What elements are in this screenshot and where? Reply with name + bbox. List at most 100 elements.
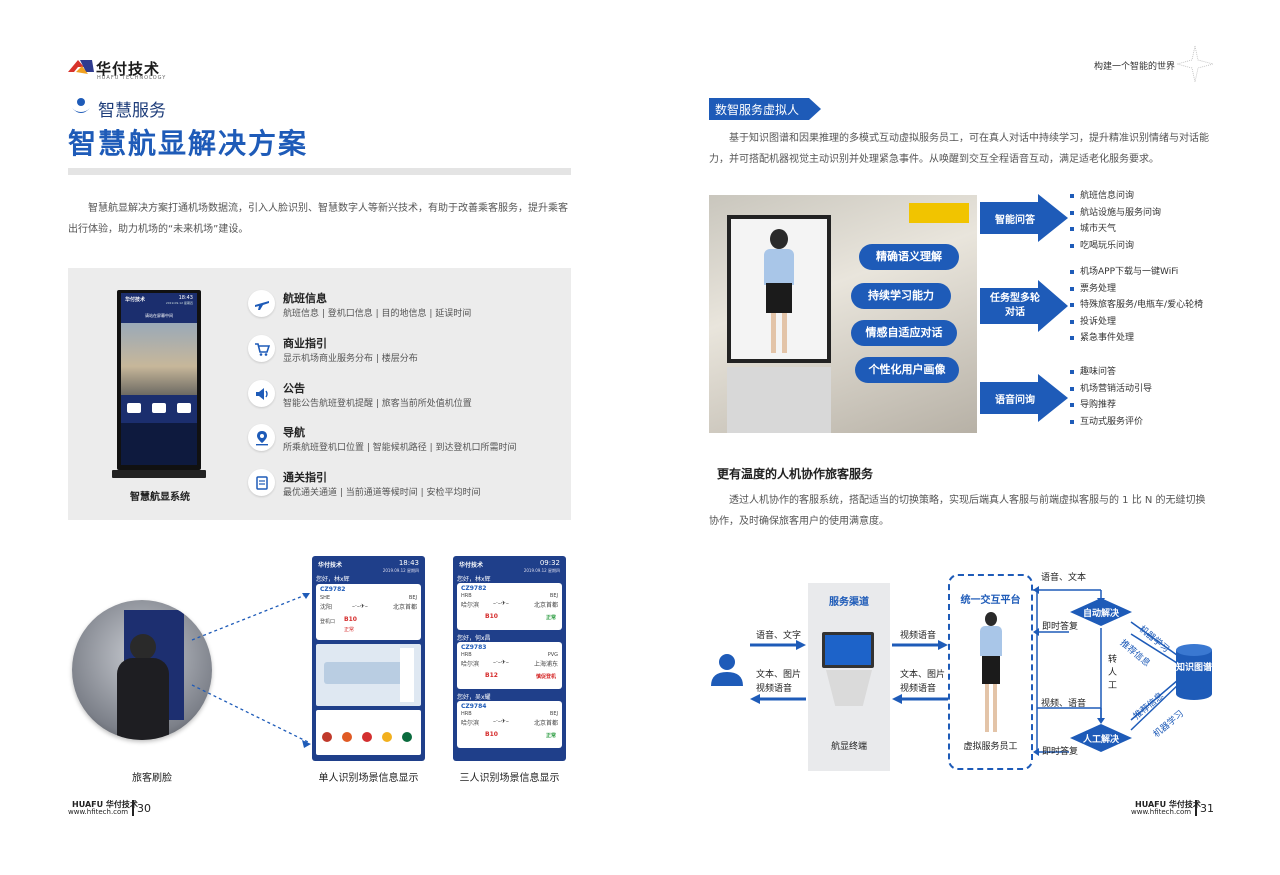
group-item: 吃喝玩乐问询 <box>1068 238 1161 255</box>
feature-desc: 最优通关通道 | 当前通道等候时间 | 安检平均时间 <box>283 488 481 498</box>
to-city: 北京首都 <box>533 602 558 609</box>
virtual-human-photo: 精确语义理解 持续学习能力 情感自适应对话 个性化用户画像 <box>709 195 977 433</box>
multi-person-screen: 华付技术 09:32 2019.09.12 星期四 您好，林x辉 CZ9782 … <box>453 556 566 761</box>
intro-paragraph: 智慧航显解决方案打通机场数据流，引入人脸识别、智慧数字人等新兴技术，有助于改善乘… <box>68 203 568 235</box>
flight-number: CZ9782 <box>461 585 487 592</box>
screen-greeting: 您好，何x昌 <box>457 635 491 642</box>
group-label: 任务型多轮对话 <box>990 293 1040 318</box>
from-city: 哈尔滨 <box>461 720 480 727</box>
flight-number: CZ9783 <box>461 644 487 651</box>
flow-label: 视频语音 <box>900 631 937 641</box>
group-items-qa: 航班信息问询 航站设施与服务问询 城市天气 吃喝玩乐问询 <box>1068 188 1161 254</box>
arrow-right <box>892 640 948 650</box>
kiosk-hall-image <box>121 323 197 395</box>
capability-pill: 情感自适应对话 <box>851 320 957 346</box>
flight-status: 慎促登机 <box>535 674 556 680</box>
photo-person-head <box>130 634 156 660</box>
from-code: HRB <box>461 593 472 599</box>
flow-label: 文本、图片 <box>756 670 802 680</box>
auto-decision-diamond: 自动解决 <box>1070 598 1132 626</box>
logo-text-en: HUAFU TECHNOLOGY <box>97 75 167 81</box>
figure-leg <box>993 684 997 732</box>
screen-brand: 华付技术 <box>459 562 484 569</box>
figure-leg <box>985 684 989 732</box>
kiosk-bottom <box>121 423 197 465</box>
terminal-display <box>825 635 871 665</box>
passport-icon <box>248 469 275 496</box>
group-items-task: 机场APP下载与一键WiFi 票务处理 特殊旅客服务/电瓶车/爱心轮椅 投诉处理… <box>1068 264 1203 347</box>
flow-label: 视频、语音 <box>1041 699 1087 709</box>
screen-time: 09:32 <box>539 559 560 567</box>
from-city: 沈阳 <box>320 604 333 611</box>
to-code: BEJ <box>408 595 417 601</box>
terminal-body <box>826 670 872 706</box>
gate-value: B10 <box>344 616 357 623</box>
footer-divider <box>1195 800 1197 816</box>
photo-person-body <box>117 658 169 740</box>
header-tagline: 构建一个智能的世界 <box>1094 62 1176 72</box>
logo-text-cn: 华付技术 <box>96 60 161 78</box>
title-divider <box>68 168 571 175</box>
feature-desc: 航班信息 | 登机口信息 | 目的地信息 | 延误时间 <box>283 309 472 319</box>
to-code: BEJ <box>549 593 558 599</box>
airport-map <box>316 644 421 706</box>
map-legend <box>400 648 414 702</box>
capability-pill: 个性化用户画像 <box>855 357 959 383</box>
avatar-head <box>770 229 788 249</box>
feature-title: 商业指引 <box>283 337 327 350</box>
from-code: HRB <box>461 652 472 658</box>
merchant-logos <box>316 710 421 755</box>
footer-brand: HUAFU 华付技术 <box>72 800 138 809</box>
group-arrow-voice: 语音问询 <box>980 374 1068 422</box>
group-label: 语音问询 <box>995 395 1035 406</box>
page-number: 30 <box>137 802 151 815</box>
group-item: 城市天气 <box>1068 221 1161 238</box>
map-pin-icon <box>248 424 275 451</box>
from-city: 哈尔滨 <box>461 661 480 668</box>
feature-title: 通关指引 <box>283 471 327 484</box>
group-arrow-qa: 智能问答 <box>980 194 1068 242</box>
section-tag: 数智服务虚拟人 <box>709 98 821 120</box>
from-code: HRB <box>461 711 472 717</box>
connector-arrows <box>191 593 311 748</box>
figure-head <box>985 612 997 626</box>
gate-value: B10 <box>485 731 498 738</box>
logo-mark-icon <box>68 60 94 74</box>
figure-skirt <box>982 656 1000 684</box>
footer-brand: HUAFU 华付技术 <box>1135 800 1201 809</box>
virtual-human-intro: 基于知识图谱和因果推理的多模式互动虚拟服务员工，可在真人对话中持续学习，提升精准… <box>709 133 1209 165</box>
gate-value: B10 <box>485 613 498 620</box>
airport-sign <box>909 203 969 223</box>
page-title: 智慧航显解决方案 <box>68 127 309 160</box>
to-city: 北京首都 <box>392 604 417 611</box>
screen-brand: 华付技术 <box>318 562 343 569</box>
footer-url: www.hfitech.com <box>1131 808 1192 816</box>
kiosk-icon-1 <box>127 403 141 413</box>
kiosk-icon-2 <box>152 403 166 413</box>
to-city: 北京首都 <box>533 720 558 727</box>
single-person-screen: 华付技术 18:43 2019.09.12 星期四 您好，林x辉 CZ9782 … <box>312 556 425 761</box>
group-item: 票务处理 <box>1068 281 1203 298</box>
flow-label: 即时答复 <box>1042 622 1079 632</box>
kiosk-caption: 智慧航显系统 <box>130 492 190 503</box>
screen-greeting: 您好，林x辉 <box>316 576 350 583</box>
sub-heading: 更有温度的人机协作旅客服务 <box>717 467 874 481</box>
photo-caption: 旅客刷脸 <box>132 773 172 784</box>
screen-greeting: 您好，吴x耀 <box>457 694 491 701</box>
kiosk-icon-3 <box>177 403 191 413</box>
group-label: 智能问答 <box>995 215 1035 226</box>
plane-arrow-icon: –·–✈– <box>352 603 368 610</box>
human-decision-diamond: 人工解决 <box>1070 724 1132 752</box>
to-code: PVG <box>547 652 558 658</box>
capability-pill: 持续学习能力 <box>851 283 951 309</box>
speaker-icon <box>248 380 275 407</box>
terminal-label: 航显终端 <box>830 742 867 752</box>
group-item: 紧急事件处理 <box>1068 330 1203 347</box>
screen-greeting: 您好，林x辉 <box>457 576 491 583</box>
avatar-leg <box>771 313 776 353</box>
group-arrow-task: 任务型多轮对话 <box>980 280 1068 332</box>
kiosk-date: 2019.09.12 星期四 <box>165 301 193 305</box>
flow-label: 文本、图片 <box>900 670 946 680</box>
flow-label: 语音、文本 <box>1041 573 1087 583</box>
group-item: 机场APP下载与一键WiFi <box>1068 264 1203 281</box>
